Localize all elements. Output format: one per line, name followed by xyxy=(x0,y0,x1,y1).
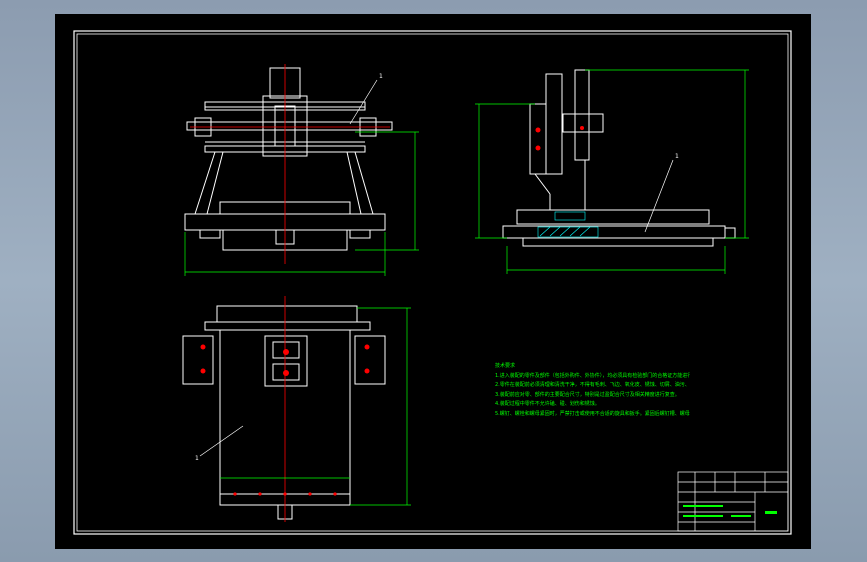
side-view-callout-leader xyxy=(644,159,674,233)
note-line: 4.装配过程中零件不允许磕、碰、划伤和锈蚀。 xyxy=(495,401,600,408)
note-line: 1.进入装配的零件及部件（包括外购件、外协件），均必须具有检验部门的合格证方能进… xyxy=(495,372,690,379)
note-line: 5.螺钉、螺栓和螺母紧固时，严禁打击或使用不合适的旋具和扳手。紧固后螺钉槽、螺母… xyxy=(495,410,690,417)
side-view-hatch xyxy=(537,211,599,238)
drawing-viewport[interactable]: 1 xyxy=(55,14,811,549)
side-view-callout: 1 xyxy=(675,153,679,160)
note-line: 2.零件在装配前必须清理和清洗干净，不得有毛刺、飞边、氧化皮、锈蚀、切屑、油污、… xyxy=(495,382,690,389)
front-view-dimensions xyxy=(184,131,419,276)
front-view-callout: 1 xyxy=(379,73,383,80)
cad-drawing: 1 xyxy=(73,30,792,535)
top-view-marks xyxy=(200,344,370,376)
inner-frame xyxy=(76,33,789,532)
outer-frame xyxy=(73,30,792,535)
technical-notes: 技术要求 1.进入装配的零件及部件（包括外购件、外协件），均必须具有检验部门的合… xyxy=(495,362,690,420)
note-line: 3.装配前应对零、部件的主要配合尺寸，特别是过盈配合尺寸及相关精度进行复查。 xyxy=(495,391,680,398)
title-block xyxy=(677,471,789,532)
side-view-dimensions xyxy=(475,69,749,274)
front-view xyxy=(184,67,393,251)
top-view xyxy=(182,305,386,520)
side-view-centers xyxy=(535,126,584,151)
title-block-text xyxy=(683,505,777,517)
side-view xyxy=(502,69,736,247)
notes-heading: 技术要求 xyxy=(495,363,516,369)
top-view-dimensions xyxy=(220,307,411,506)
front-view-callout-leader xyxy=(349,79,378,125)
top-view-callout-leader xyxy=(199,425,244,457)
top-view-callout: 1 xyxy=(195,455,199,462)
